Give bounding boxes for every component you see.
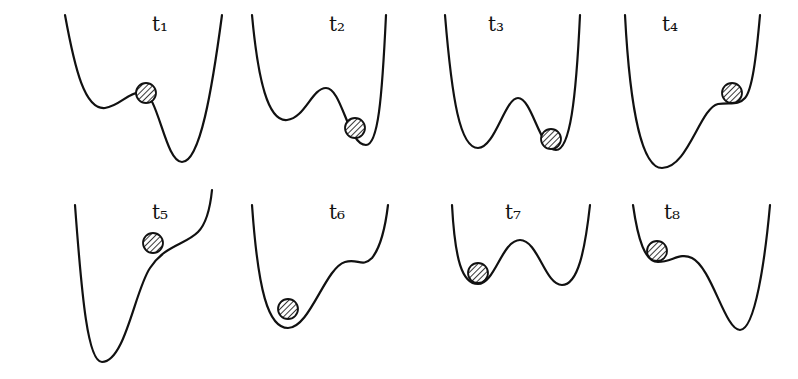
ball — [345, 118, 365, 138]
ball — [647, 241, 667, 261]
time-label: t₇ — [505, 202, 521, 222]
potential-curve — [65, 15, 222, 162]
time-label: t₈ — [664, 202, 680, 222]
time-label: t₃ — [488, 14, 504, 34]
ball — [722, 83, 742, 103]
time-label: t₆ — [329, 202, 345, 222]
potential-curve — [445, 15, 580, 150]
time-label: t₁ — [152, 14, 168, 34]
ball — [278, 299, 298, 319]
ball — [468, 263, 488, 283]
potential-curve — [252, 15, 386, 145]
ball — [143, 233, 163, 253]
time-label: t₂ — [329, 14, 345, 34]
potential-curve — [252, 205, 388, 328]
time-label: t₄ — [662, 14, 678, 34]
ball — [136, 83, 156, 103]
time-label: t₅ — [152, 202, 168, 222]
potential-curve — [625, 15, 760, 168]
ball — [541, 129, 561, 149]
potential-curve — [75, 190, 212, 362]
potential-curve — [633, 205, 770, 330]
